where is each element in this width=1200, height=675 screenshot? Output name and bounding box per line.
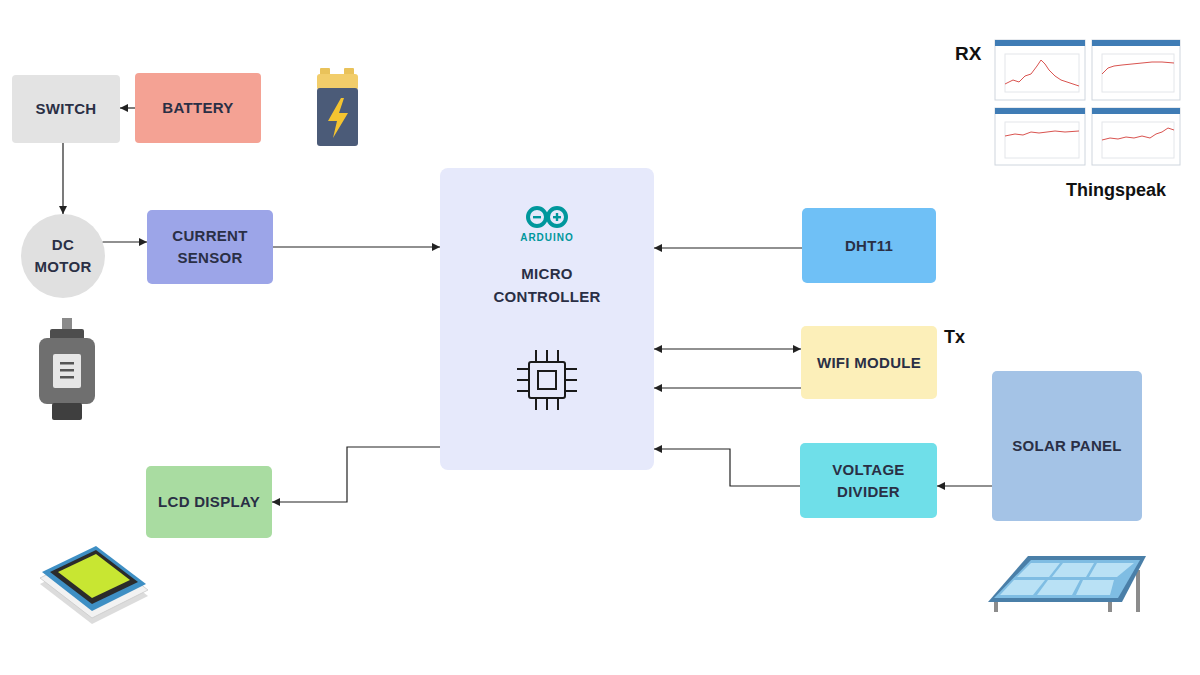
motor-icon bbox=[39, 318, 95, 420]
solar-panel-icon bbox=[988, 556, 1146, 612]
connector-arrow bbox=[103, 241, 147, 242]
battery-box: BATTERY bbox=[135, 73, 261, 143]
circle-fill bbox=[21, 214, 105, 298]
connector-arrow bbox=[937, 485, 992, 486]
node-label: CURRENT SENSOR bbox=[160, 225, 260, 269]
sensor-box: DHT11 bbox=[802, 208, 936, 283]
display-box: LCD DISPLAY bbox=[146, 466, 272, 538]
thingspeak-charts bbox=[995, 40, 1180, 165]
node-label: MICRO CONTROLLER bbox=[440, 262, 654, 308]
connector-arrow bbox=[654, 348, 801, 349]
connector-arrow bbox=[120, 107, 135, 108]
node-label: SWITCH bbox=[36, 98, 97, 120]
connector-arrow bbox=[654, 387, 801, 388]
solar-box: SOLAR PANEL bbox=[992, 371, 1142, 521]
connector-arrow bbox=[654, 449, 800, 486]
connector-arrow bbox=[654, 247, 802, 248]
chip-icon bbox=[517, 350, 577, 410]
service-label: Thingspeak bbox=[1066, 180, 1166, 201]
node-label: LCD DISPLAY bbox=[158, 491, 260, 513]
motor-circle: DC MOTOR bbox=[21, 214, 105, 298]
node-label: DHT11 bbox=[845, 235, 893, 257]
node-label: DC MOTOR bbox=[33, 234, 93, 278]
node-label: SOLAR PANEL bbox=[1012, 435, 1122, 457]
node-label: VOLTAGE DIVIDER bbox=[819, 459, 919, 503]
current-sensor-box: CURRENT SENSOR bbox=[147, 210, 273, 284]
tx-label: Tx bbox=[944, 327, 965, 348]
node-label: WIFI MODULE bbox=[817, 352, 921, 374]
connector-arrow bbox=[272, 447, 440, 502]
divider-box: VOLTAGE DIVIDER bbox=[800, 443, 937, 518]
circle-outline bbox=[21, 214, 105, 298]
microcontroller-box: ARDUINO MICRO CONTROLLER bbox=[440, 168, 654, 470]
battery-icon bbox=[317, 68, 358, 146]
wifi-box: WIFI MODULE bbox=[801, 326, 937, 399]
logo-text: ARDUINO bbox=[440, 232, 654, 244]
switch-box: SWITCH bbox=[12, 75, 120, 143]
connector-arrow bbox=[273, 246, 440, 247]
node-label: BATTERY bbox=[162, 97, 233, 119]
arduino-logo bbox=[528, 208, 566, 226]
rx-label: RX bbox=[955, 43, 981, 65]
lcd-icon bbox=[40, 546, 148, 624]
connector-arrow bbox=[62, 143, 63, 214]
